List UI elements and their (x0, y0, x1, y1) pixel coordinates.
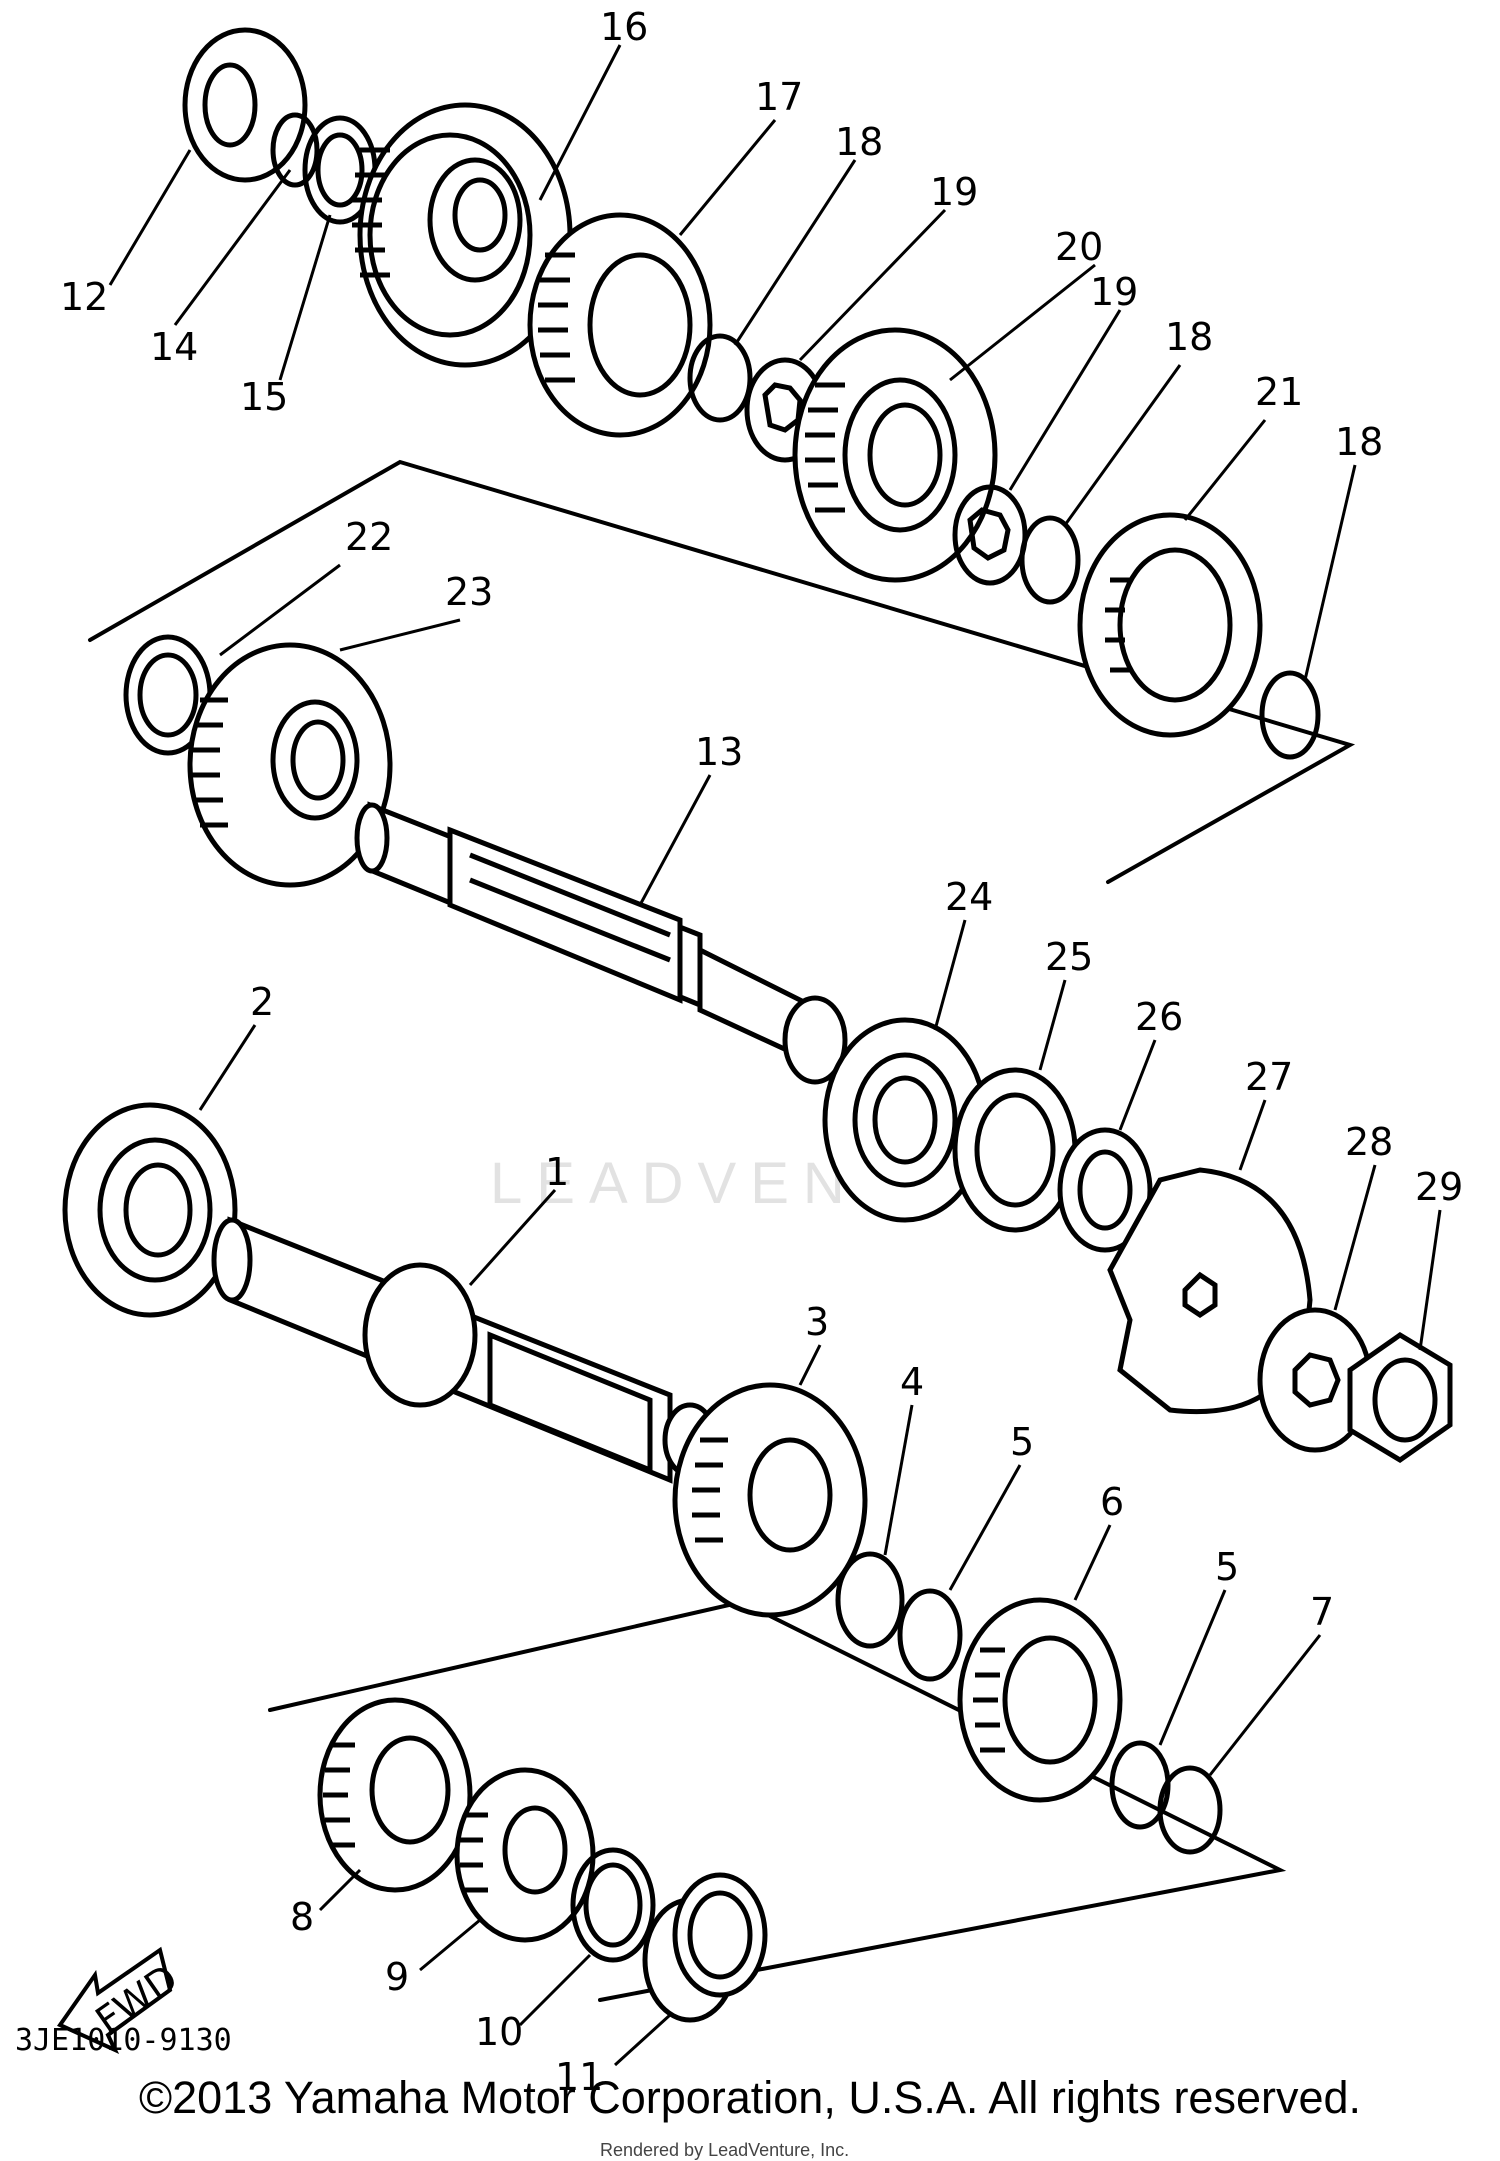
part-code: 3JE1010-9130 (15, 2023, 232, 2058)
callout-22: 22 (345, 515, 393, 559)
part-28-lock-washer (1257, 1307, 1373, 1453)
part-27-sprocket (1107, 1167, 1313, 1415)
part-17-gear (527, 212, 713, 438)
part-26-collar (1057, 1127, 1153, 1253)
callout-9: 9 (385, 1955, 409, 1999)
callout-19a: 19 (930, 170, 978, 214)
callout-26: 26 (1135, 995, 1183, 1039)
callout-6: 6 (1100, 1480, 1124, 1524)
part-8-gear (317, 1697, 473, 1893)
callout-18c: 18 (1335, 420, 1383, 464)
copyright-notice: ©2013 Yamaha Motor Corporation, U.S.A. A… (138, 2072, 1362, 2123)
callout-27: 27 (1245, 1055, 1293, 1099)
callout-25: 25 (1045, 935, 1093, 979)
part-1-drive-axle (211, 1216, 718, 1484)
callout-18b: 18 (1165, 315, 1213, 359)
callout-8: 8 (290, 1895, 314, 1939)
callout-23: 23 (445, 570, 493, 614)
part-3-gear (672, 1382, 868, 1618)
callout-21: 21 (1255, 370, 1303, 414)
callout-18a: 18 (835, 120, 883, 164)
fwd-arrow-icon (56, 1946, 173, 2055)
part-18-circlip-b (1019, 515, 1081, 605)
part-18-circlip-c (1259, 670, 1321, 760)
part-18-circlip-a (687, 333, 753, 423)
part-4-washer (835, 1551, 905, 1649)
callout-24: 24 (945, 875, 993, 919)
callout-2: 2 (250, 980, 274, 1024)
callout-15: 15 (240, 375, 288, 419)
rendered-by-note: Rendered by LeadVenture, Inc. (600, 2140, 850, 2160)
part-6-gear (957, 1597, 1123, 1803)
callout-17: 17 (755, 75, 803, 119)
part-21-gear (1077, 512, 1263, 738)
callout-11: 11 (555, 2055, 603, 2099)
part-24-bearing (822, 1017, 988, 1223)
callout-13: 13 (695, 730, 743, 774)
part-14-circlip (270, 112, 320, 188)
callout-3: 3 (805, 1300, 829, 1344)
upper-group-bracket (88, 459, 1356, 884)
part-9-gear (454, 1767, 596, 1943)
part-7-washer (1157, 1765, 1223, 1855)
part-23-gear (187, 642, 393, 888)
part-29-nut (1347, 1332, 1453, 1463)
part-20-gear (792, 327, 998, 583)
callout-5b: 5 (1215, 1545, 1239, 1589)
part-13-main-shaft (354, 801, 848, 1085)
callout-7: 7 (1310, 1590, 1334, 1634)
callout-16: 16 (600, 5, 648, 49)
callout-12: 12 (60, 275, 108, 319)
callout-20: 20 (1055, 225, 1103, 269)
callout-1: 1 (545, 1150, 569, 1194)
part-10-washer (570, 1847, 656, 1963)
callout-10: 10 (475, 2010, 523, 2054)
callout-19b: 19 (1090, 270, 1138, 314)
part-25-seal (952, 1067, 1078, 1233)
part-12-bearing (182, 27, 308, 183)
part-11-needle-bearing (642, 1872, 768, 2023)
callout-28: 28 (1345, 1120, 1393, 1164)
callout-5a: 5 (1010, 1420, 1034, 1464)
callout-29: 29 (1415, 1165, 1463, 1209)
part-16-gear (352, 102, 573, 368)
part-5-circlip-a (897, 1588, 963, 1682)
callout-14: 14 (150, 325, 198, 369)
part-2-bearing (62, 1102, 238, 1318)
callout-4: 4 (900, 1360, 924, 1404)
